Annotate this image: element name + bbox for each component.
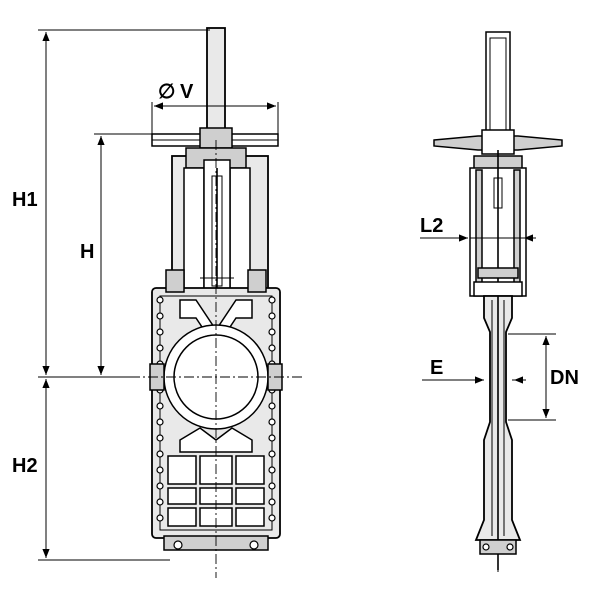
side-dimensions: L2 E DN — [420, 215, 579, 421]
label-h2: H2 — [12, 455, 38, 477]
side-view — [433, 31, 563, 572]
side-body — [474, 295, 522, 572]
front-handwheel — [151, 127, 279, 149]
side-bonnet — [469, 150, 527, 300]
front-lower-ribs — [167, 455, 265, 527]
label-e: E — [430, 357, 443, 379]
label-h: H — [80, 241, 94, 263]
label-h1: H1 — [12, 189, 38, 211]
front-view — [130, 27, 302, 578]
front-bolt-holes-right — [268, 296, 276, 522]
label-dn: DN — [550, 367, 579, 389]
front-stem — [206, 27, 226, 139]
label-l2: L2 — [420, 215, 443, 237]
label-v: V — [180, 81, 194, 103]
label-v-symbol: ∅ — [158, 81, 175, 103]
front-dimensions: H1 H H2 ∅ V — [12, 29, 279, 561]
